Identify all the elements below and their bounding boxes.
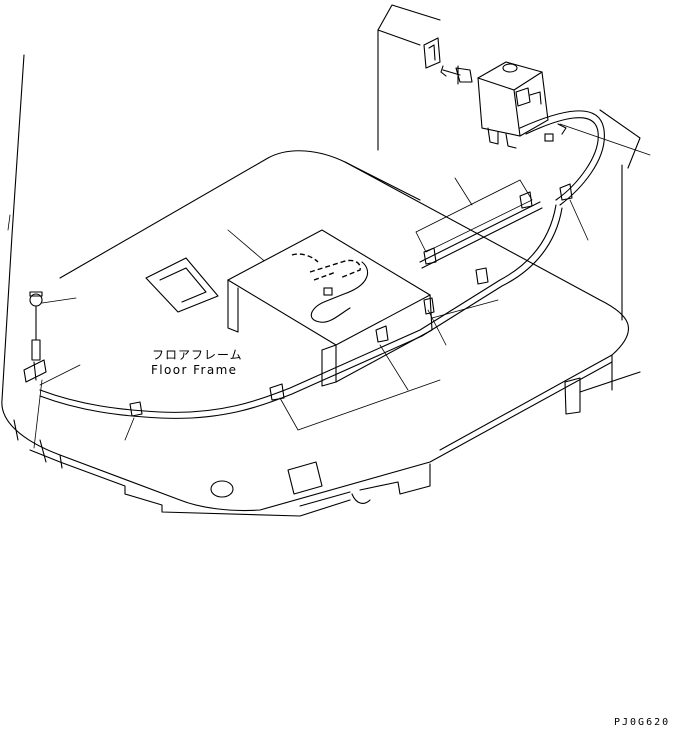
wall-bracket (423, 37, 441, 69)
relay-box (477, 61, 549, 149)
bolt (440, 65, 473, 85)
main-harness (39, 201, 563, 419)
sensor-switch (23, 291, 47, 383)
cable-clamps (129, 183, 573, 417)
cab-wall-panel (377, 4, 641, 321)
floor-frame-label-en: Floor Frame (151, 363, 238, 377)
left-edge-lines (1, 54, 25, 401)
controller-box (226, 229, 433, 387)
floor-features (145, 257, 371, 504)
floor-frame-outline (1, 150, 641, 517)
drawing-code: PJ0G620 (614, 717, 671, 728)
floor-frame-label-jp: フロアフレーム (152, 348, 243, 362)
controller-dashed-wiring (291, 253, 369, 323)
relay-cable (519, 110, 605, 206)
